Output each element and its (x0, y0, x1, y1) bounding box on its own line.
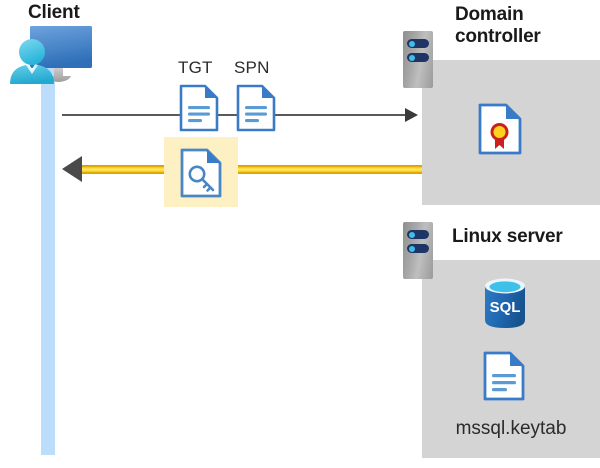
certificate-document-icon (478, 103, 522, 155)
client-lifeline (41, 66, 55, 455)
rack-bar (407, 244, 429, 253)
sql-database-icon: SQL (482, 277, 528, 329)
rack-led-icon (409, 54, 415, 61)
rack-led-icon (409, 40, 415, 47)
rack-bar (407, 53, 429, 62)
keytab-filename-label: mssql.keytab (455, 418, 567, 439)
keytab-document-icon (483, 351, 525, 401)
response-flow-arrowhead (62, 156, 82, 182)
rack-bar (407, 39, 429, 48)
rack-led-icon (409, 231, 415, 238)
spn-document-icon (236, 84, 276, 132)
domain-controller-server-rack-icon (403, 31, 433, 88)
client-user-monitor-icon (6, 22, 98, 90)
rack-bar (407, 230, 429, 239)
request-flow-arrowhead (405, 108, 418, 122)
domain-controller-title: Domain controller (455, 4, 541, 48)
linux-server-rack-icon (403, 222, 433, 279)
spn-label: SPN (234, 58, 270, 77)
key-document-icon (180, 148, 222, 198)
request-flow-line (62, 114, 411, 116)
svg-text:SQL: SQL (490, 299, 521, 316)
linux-server-title: Linux server (452, 226, 563, 247)
response-flow-line (78, 165, 422, 174)
tgt-label: TGT (178, 58, 213, 77)
rack-led-icon (409, 245, 415, 252)
tgt-document-icon (179, 84, 219, 132)
client-title: Client (28, 2, 80, 23)
